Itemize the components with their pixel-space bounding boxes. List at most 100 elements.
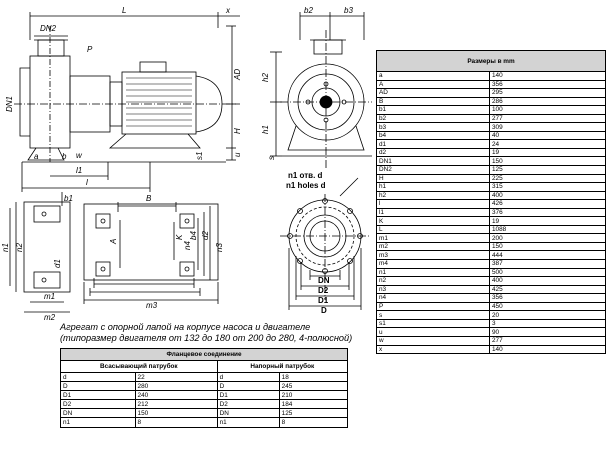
dimension-value: 500: [489, 267, 606, 278]
label-b4: b4: [189, 231, 198, 240]
flange-param: D: [60, 381, 136, 392]
base-plan-view: [83, 202, 219, 304]
flange-table: Фланцевое соединение Всасывающий патрубо…: [60, 348, 349, 428]
flange-value: 18: [278, 371, 349, 383]
dimension-value: 387: [489, 259, 606, 269]
dimension-key: n3: [376, 284, 490, 295]
dimension-value: 1088: [489, 224, 606, 235]
label-DN1: DN1: [5, 96, 14, 112]
dimension-value: 140: [489, 71, 606, 81]
label-D2: D2: [318, 286, 329, 295]
label-d1: d1: [53, 259, 62, 268]
dimension-key: H: [376, 173, 490, 184]
label-d2: d2: [201, 231, 210, 240]
label-w: w: [76, 151, 83, 160]
label-b2: b2: [304, 6, 313, 15]
label-DN2: DN2: [40, 24, 57, 33]
dimension-key: b2: [376, 113, 490, 124]
dimension-value: 315: [489, 182, 606, 192]
side-view: [14, 12, 240, 192]
dimension-key: u: [376, 327, 490, 337]
dimension-value: 425: [489, 284, 606, 295]
label-m1: m1: [44, 292, 55, 301]
dimension-key: AD: [376, 88, 490, 98]
flange-view: [280, 177, 370, 310]
flange-value: 8: [134, 417, 218, 428]
dimension-value: 376: [489, 207, 606, 218]
drawing-caption: Агрегат с опорной лапой на корпусе насос…: [60, 322, 352, 344]
flange-table-title: Фланцевое соединение: [60, 348, 348, 361]
suction-header: Всасывающий патрубок: [60, 360, 218, 373]
label-s1: s1: [195, 152, 204, 160]
dimension-key: l: [376, 199, 490, 209]
label-n3: n3: [215, 243, 224, 252]
label-n2: n2: [15, 243, 24, 252]
dimension-value: 3: [489, 318, 606, 329]
dimension-key: DN1: [376, 156, 490, 166]
front-view: [270, 12, 372, 170]
dimension-value: 277: [489, 335, 606, 346]
flange-param: D2: [216, 399, 280, 410]
dimension-value: 19: [489, 216, 606, 226]
dimension-key: b3: [376, 122, 490, 132]
label-h1: h1: [261, 125, 270, 134]
label-D1: D1: [318, 296, 329, 305]
dimension-value: 150: [489, 241, 606, 252]
dimension-key: w: [376, 335, 490, 346]
label-x: x: [225, 6, 231, 15]
label-DN: DN: [318, 276, 330, 285]
label-l1: l1: [76, 166, 82, 175]
caption-line-1: Агрегат с опорной лапой на корпусе насос…: [60, 322, 311, 332]
dimension-value: 426: [489, 199, 606, 209]
label-n1: n1: [1, 243, 10, 252]
dimensions-table-title: Размеры в mm: [376, 50, 606, 72]
caption-line-2: (типоразмер двигателя от 132 до 180 от 2…: [60, 333, 353, 343]
label-a: a: [34, 152, 39, 161]
dimension-key: B: [376, 96, 490, 107]
foot-plan-view: [9, 192, 71, 313]
flange-param: d: [60, 371, 136, 383]
flange-value: 184: [278, 399, 349, 410]
label-holes-ru: n1 отв. d: [288, 171, 323, 180]
dimension-key: l1: [376, 207, 490, 218]
dimension-value: 19: [489, 147, 606, 158]
flange-param: D1: [216, 390, 280, 401]
flange-param: DN: [216, 408, 280, 419]
dimension-value: 286: [489, 96, 606, 107]
label-m3: m3: [146, 301, 158, 310]
dimension-key: A: [376, 79, 490, 90]
dimension-value: 309: [489, 122, 606, 132]
flange-param: D1: [60, 390, 136, 401]
label-l: l: [86, 178, 88, 187]
dimension-key: h2: [376, 190, 490, 201]
dimension-key: K: [376, 216, 490, 226]
dimension-value: 100: [489, 105, 606, 115]
